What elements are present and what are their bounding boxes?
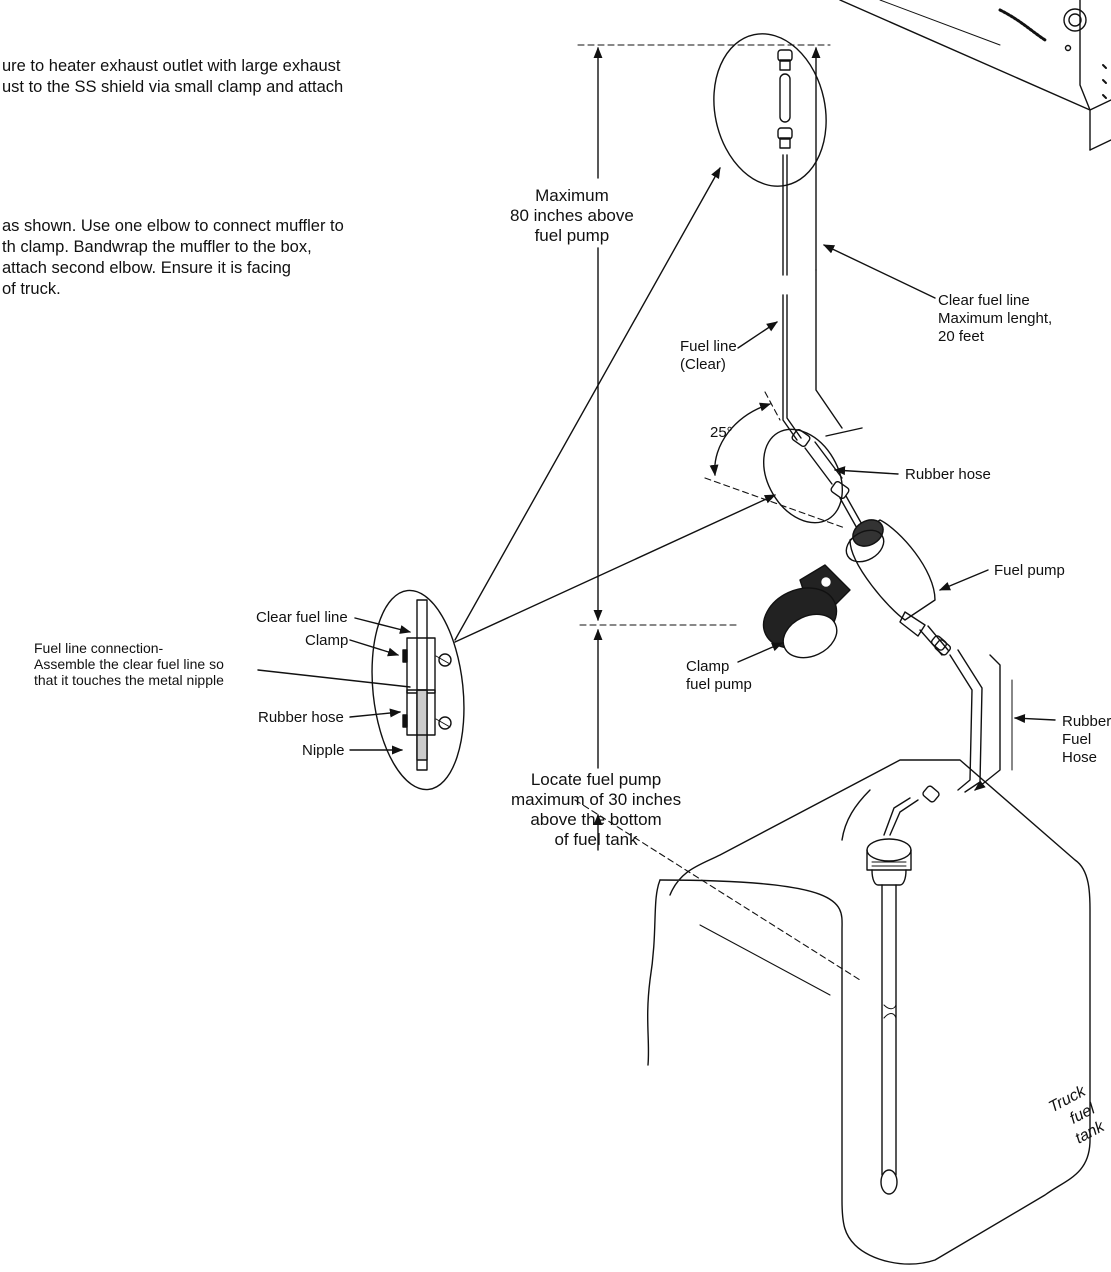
upper-clamp-assembly — [777, 49, 793, 276]
clear-fuel-line-max-label: Clear fuel line Maximum lenght, 20 feet — [938, 292, 1053, 345]
locate-30-inches-label: Locate fuel pump maximum of 30 inches ab… — [511, 770, 682, 849]
rubber-hose-assembly — [791, 428, 899, 531]
angle-label: 25° — [710, 424, 733, 441]
detail-clamp-label: Clamp — [305, 632, 349, 649]
truck-fuel-tank — [647, 759, 1091, 1265]
rubber-fuel-hose-label: Rubber Fuel Hose — [1062, 713, 1111, 766]
pump-clamp — [737, 564, 851, 663]
dimension-arrows — [593, 46, 863, 851]
angle-arc — [709, 402, 772, 477]
max-80-inches-label: Maximum 80 inches above fuel pump — [510, 186, 634, 245]
tank-pickup-tube — [866, 785, 940, 1195]
fuel-line-clear-label: Fuel line (Clear) — [680, 338, 737, 373]
fuel-pump-label: Fuel pump — [994, 562, 1065, 579]
muffler-instructions: as shown. Use one elbow to connect muffl… — [2, 217, 344, 298]
clear-fuel-line-lower — [737, 294, 802, 441]
detail-connection-note: Fuel line connection- Assemble the clear… — [34, 640, 224, 688]
detail-clear-fuel-line-label: Clear fuel line — [256, 609, 348, 626]
upper-detail-ellipse — [713, 33, 827, 187]
exhaust-instructions: ure to heater exhaust outlet with large … — [2, 57, 344, 96]
middle-detail-ellipse — [763, 428, 843, 524]
clear-fuel-line-leader — [822, 244, 936, 299]
fuel-pump — [845, 519, 989, 656]
connection-detail-leaders — [257, 617, 412, 755]
detail-leader-lines — [454, 167, 777, 643]
rubber-hose-label: Rubber hose — [905, 466, 991, 483]
rubber-fuel-hose — [934, 639, 1056, 793]
connection-detail — [371, 589, 465, 791]
clamp-fuel-pump-label: Clamp fuel pump — [686, 658, 752, 693]
detail-rubber-hose-label: Rubber hose — [258, 709, 344, 726]
heater-box — [839, 0, 1111, 151]
detail-nipple-label: Nipple — [302, 742, 345, 759]
